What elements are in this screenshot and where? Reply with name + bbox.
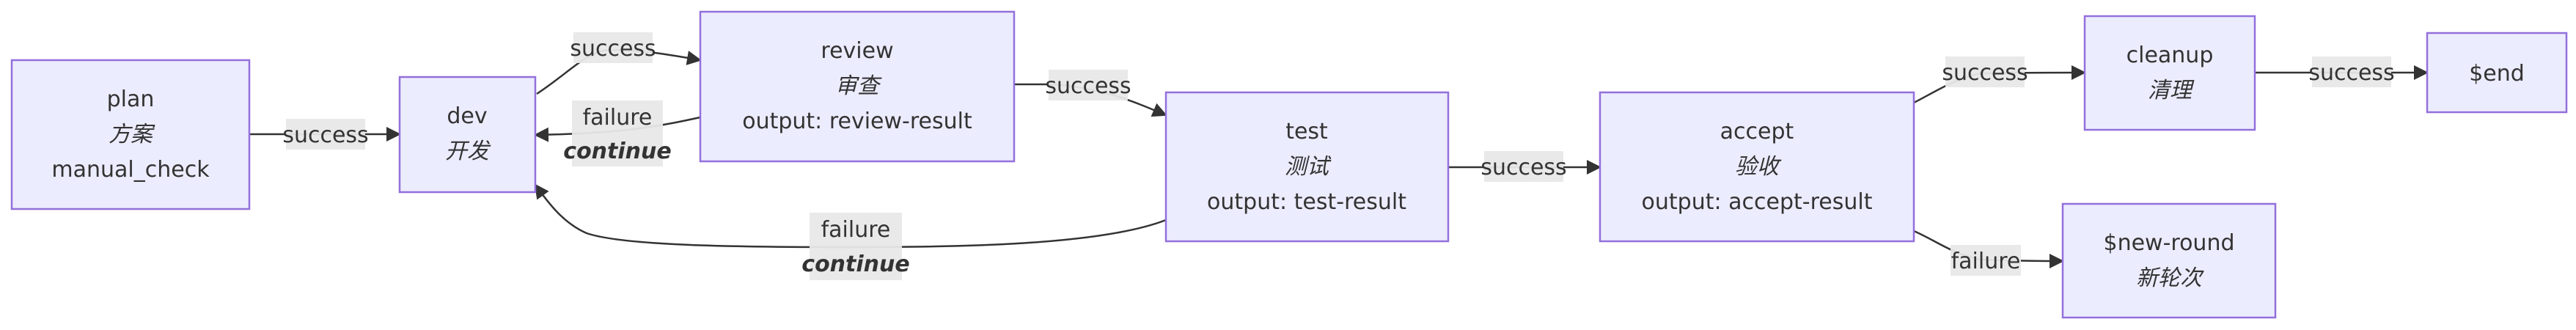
- edge-label-accept-newround: failure: [1951, 245, 2021, 276]
- node-new-round[interactable]: $new-round 新轮次: [2061, 202, 2277, 319]
- label-continue: continue: [563, 139, 671, 164]
- node-test-output: output: test-result: [1207, 189, 1406, 215]
- node-new-round-subtitle: 新轮次: [2136, 265, 2204, 291]
- label-continue: continue: [801, 252, 909, 277]
- node-test-subtitle: 测试: [1285, 154, 1332, 180]
- edge-label-plan-dev: success: [282, 119, 369, 150]
- node-review[interactable]: review 审查 output: review-result: [699, 10, 1016, 163]
- node-dev[interactable]: dev 开发: [398, 76, 537, 194]
- node-review-title: review: [821, 38, 893, 64]
- edge-label-test-accept: success: [1480, 151, 1567, 182]
- node-plan-title: plan: [107, 87, 155, 112]
- node-accept-output: output: accept-result: [1642, 189, 1873, 215]
- edge-label-test-dev: failure continue: [801, 213, 910, 280]
- node-new-round-title: $new-round: [2103, 230, 2234, 256]
- edge-label-accept-cleanup: success: [1942, 56, 2028, 87]
- node-end[interactable]: $end: [2426, 32, 2568, 114]
- label-failure: failure: [821, 217, 891, 243]
- label-success: success: [1480, 155, 1566, 180]
- nodes: plan 方案 manual_check dev 开发 review 审查 ou…: [10, 10, 2568, 319]
- node-review-subtitle: 审查: [835, 73, 882, 99]
- node-cleanup-subtitle: 清理: [2148, 78, 2195, 103]
- edge-label-cleanup-end: success: [2308, 56, 2395, 87]
- node-test[interactable]: test 测试 output: test-result: [1164, 91, 1450, 243]
- node-review-output: output: review-result: [742, 109, 972, 134]
- edge-label-review-test: success: [1045, 70, 1131, 100]
- node-dev-subtitle: 开发: [445, 139, 491, 164]
- edge-test-dev: [534, 183, 1167, 249]
- node-plan-subtitle: 方案: [109, 122, 155, 147]
- edge-label-dev-review: success: [570, 32, 656, 63]
- node-plan[interactable]: plan 方案 manual_check: [10, 59, 251, 210]
- node-accept-subtitle: 验收: [1735, 154, 1782, 180]
- edge-label-review-dev: failure continue: [563, 100, 672, 166]
- node-cleanup[interactable]: cleanup 清理: [2083, 15, 2256, 131]
- node-accept-title: accept: [1720, 119, 1794, 144]
- label-failure: failure: [583, 105, 653, 131]
- node-end-title: $end: [2469, 61, 2525, 87]
- label-success: success: [282, 122, 368, 148]
- label-failure: failure: [1951, 249, 2021, 274]
- node-dev-title: dev: [447, 103, 487, 129]
- label-success: success: [1045, 73, 1131, 99]
- node-cleanup-title: cleanup: [2127, 43, 2214, 68]
- node-test-title: test: [1285, 119, 1328, 144]
- label-success: success: [2308, 60, 2394, 86]
- edge-labels: success success failure continue success…: [282, 32, 2395, 280]
- node-plan-detail: manual_check: [51, 157, 210, 183]
- label-success: success: [570, 36, 656, 62]
- label-success: success: [1942, 60, 2028, 86]
- node-accept[interactable]: accept 验收 output: accept-result: [1599, 91, 1915, 243]
